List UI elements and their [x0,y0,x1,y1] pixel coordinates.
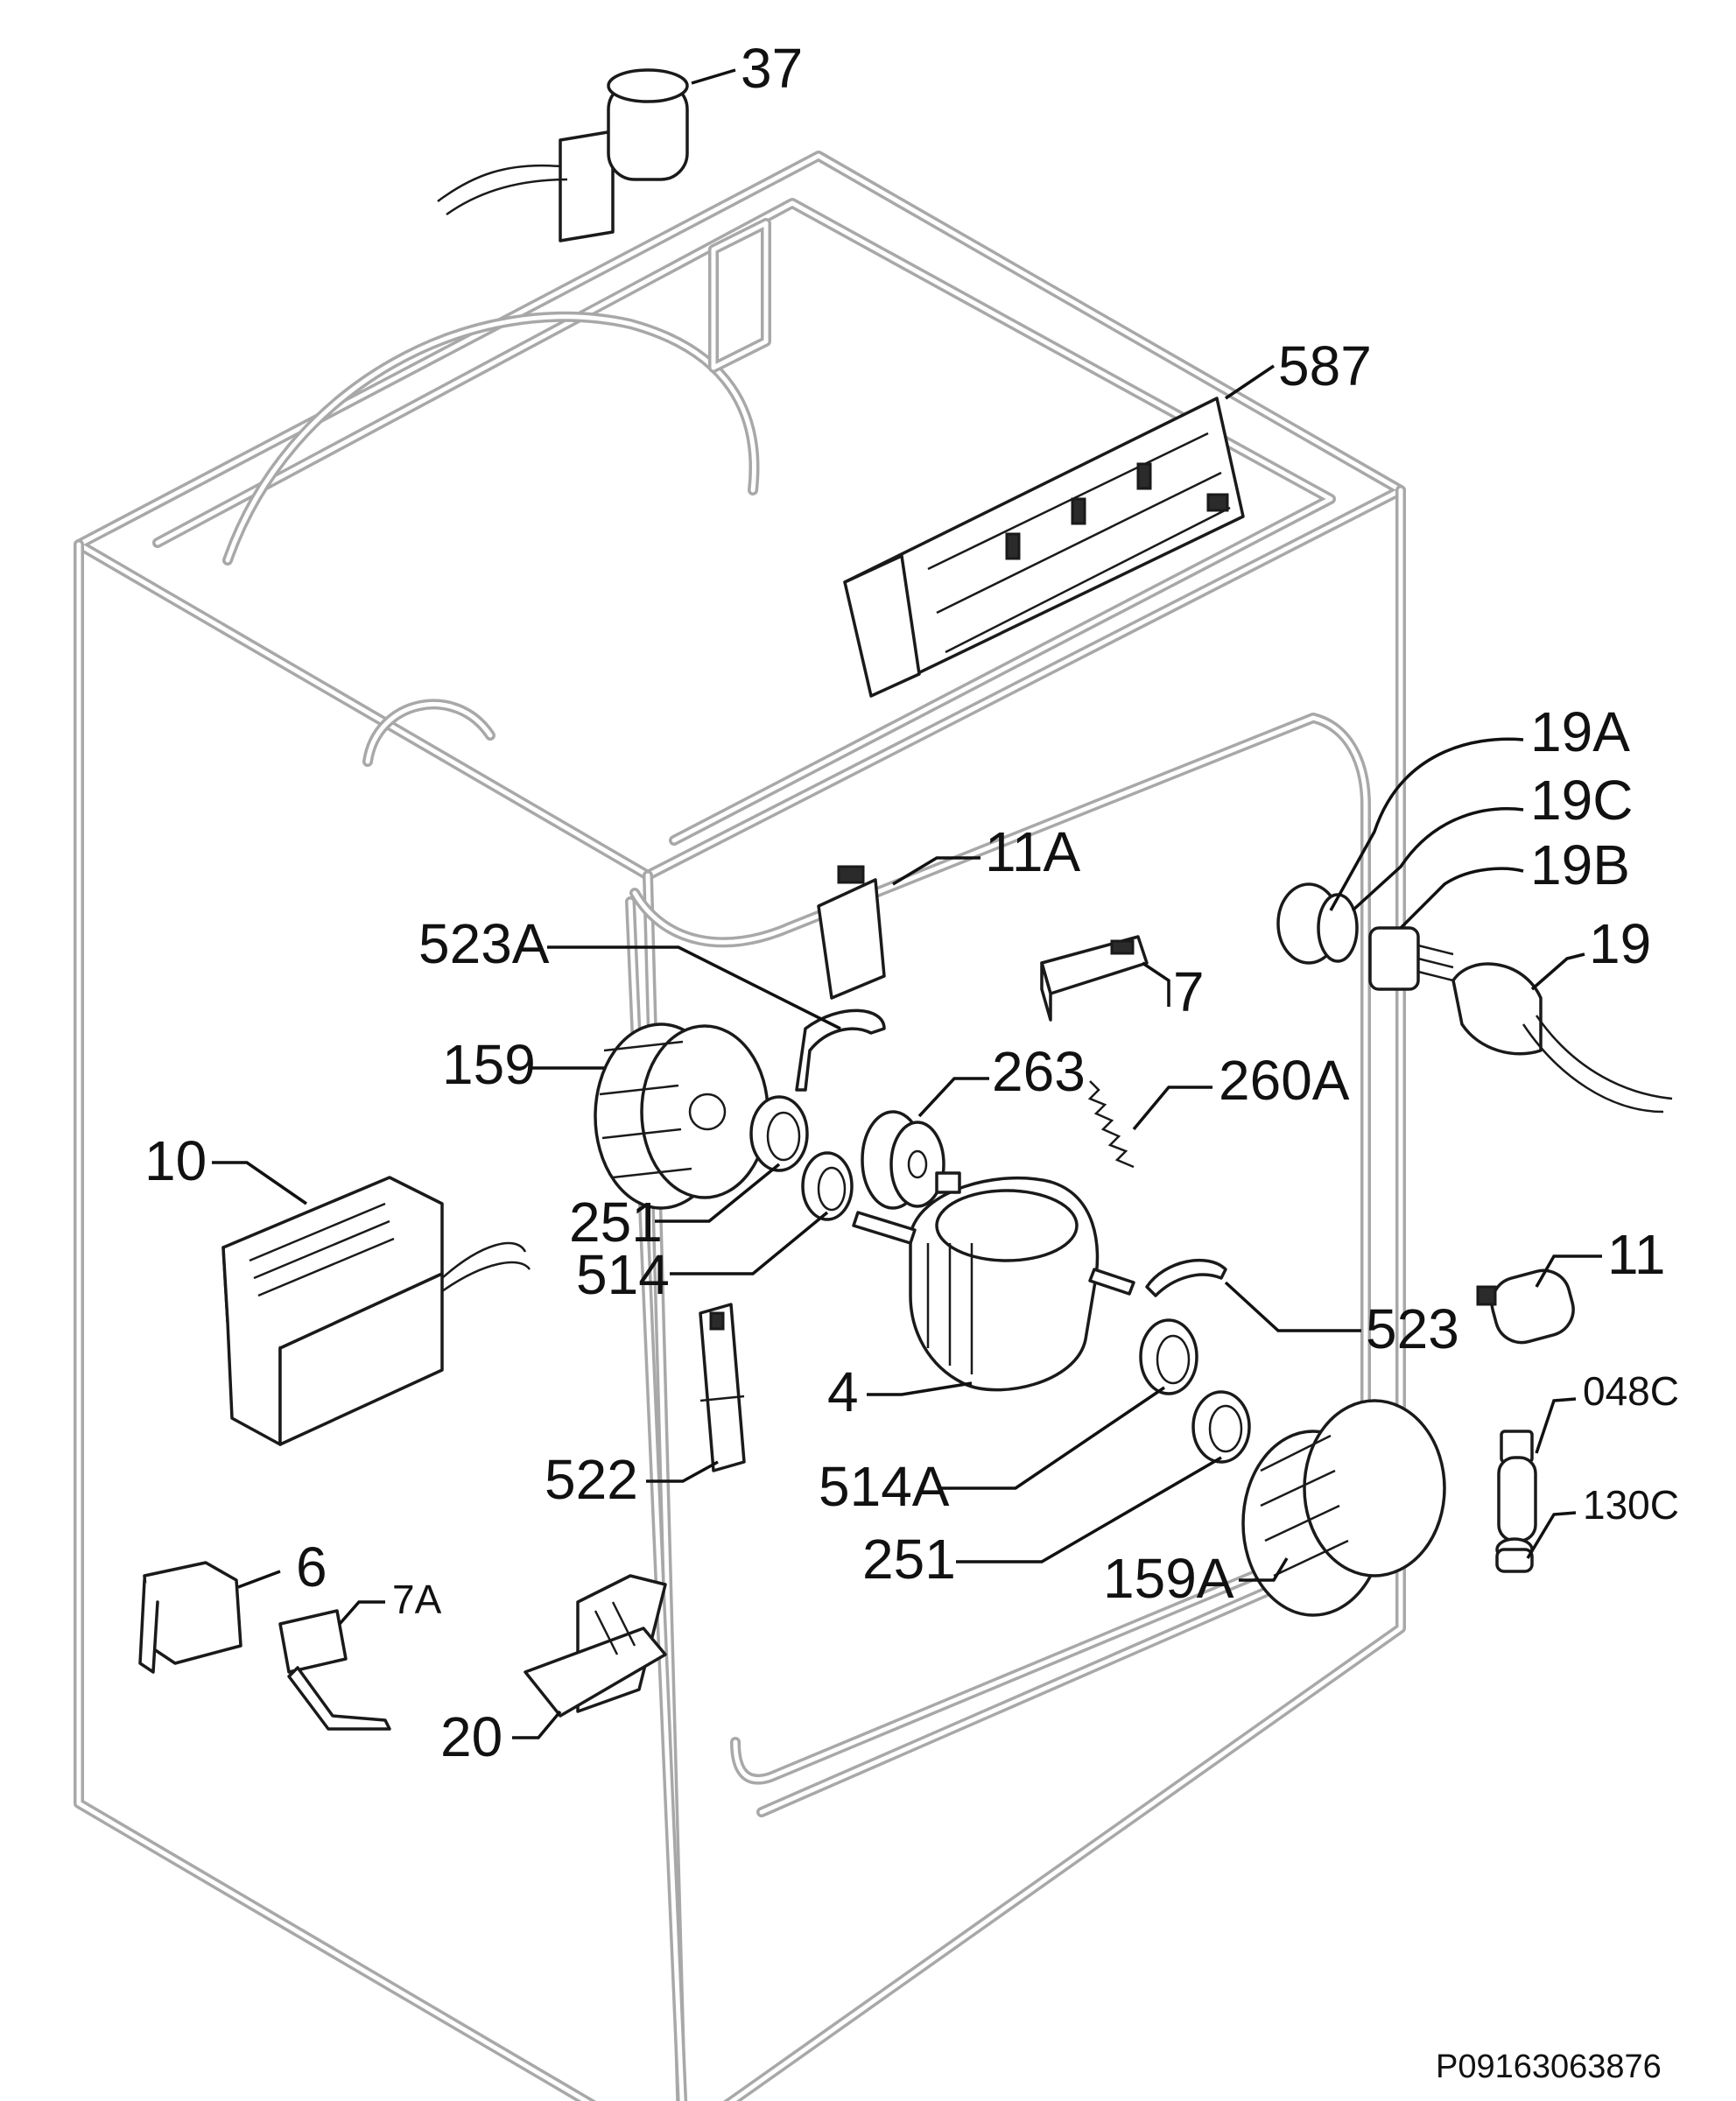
part-11-capacitor [1476,1268,1575,1345]
callout-251-lower: 251 [862,1528,956,1591]
callout-130c: 130C [1583,1482,1679,1528]
part-523a-clamp [795,1008,886,1092]
callout-251-upper: 251 [569,1191,663,1254]
callout-20: 20 [440,1705,503,1768]
part-260a-spring [1087,1080,1135,1169]
part-130c-cap [1495,1537,1534,1573]
callout-587: 587 [1278,334,1372,397]
callout-263: 263 [992,1040,1086,1103]
callout-048c: 048C [1583,1368,1679,1414]
part-19-sensor-assembly [1276,882,1673,1114]
part-514-ring [801,1151,854,1221]
callout-19: 19 [1589,912,1651,975]
callout-19a: 19A [1530,700,1630,763]
part-11a-capacitor [817,865,886,1000]
callout-523: 523 [1366,1297,1459,1360]
part-159a-blower-wheel [1241,1399,1446,1617]
part-514a-ring [1139,1318,1198,1395]
callout-514: 514 [576,1243,670,1306]
callout-159a: 159A [1103,1547,1234,1610]
part-522-latch [699,1303,746,1472]
part-37-suppressor [437,68,689,242]
callout-37: 37 [741,37,803,100]
callout-523a: 523A [418,912,550,975]
part-20-foot [524,1574,667,1718]
part-523-clamp [1145,1258,1227,1297]
part-7a-microswitch [278,1609,391,1731]
callout-260a: 260A [1219,1049,1350,1112]
part-251-ring-lower [1191,1390,1251,1464]
part-263-pulley [861,1110,945,1210]
part-10-heater [221,1176,531,1446]
part-6-pump [138,1561,242,1674]
callout-7: 7 [1173,960,1205,1023]
document-id: P09163063876 [1436,2048,1662,2085]
callout-514a: 514A [819,1455,950,1518]
part-587-control-board [843,397,1245,698]
callout-11a: 11A [985,820,1080,883]
callout-10: 10 [144,1129,207,1192]
callout-7a: 7A [392,1577,442,1622]
callout-19b: 19B [1530,833,1630,896]
part-048c-plug [1497,1430,1537,1542]
part-251-ring-upper [749,1095,809,1172]
part-4-motor [852,1171,1135,1392]
leader-lines [212,68,1602,1739]
callout-11: 11 [1607,1223,1665,1286]
callout-522: 522 [545,1448,638,1511]
callout-6: 6 [296,1535,327,1599]
callout-4: 4 [827,1360,859,1423]
part-159-fan-wheel [594,1022,770,1210]
callout-labels: 37 587 19A 19C 19B 19 11A 523A 7 159 263… [144,37,1679,1768]
callout-19c: 19C [1530,769,1633,832]
part-7-door-switch [1040,935,1149,1022]
callout-159: 159 [442,1033,536,1096]
